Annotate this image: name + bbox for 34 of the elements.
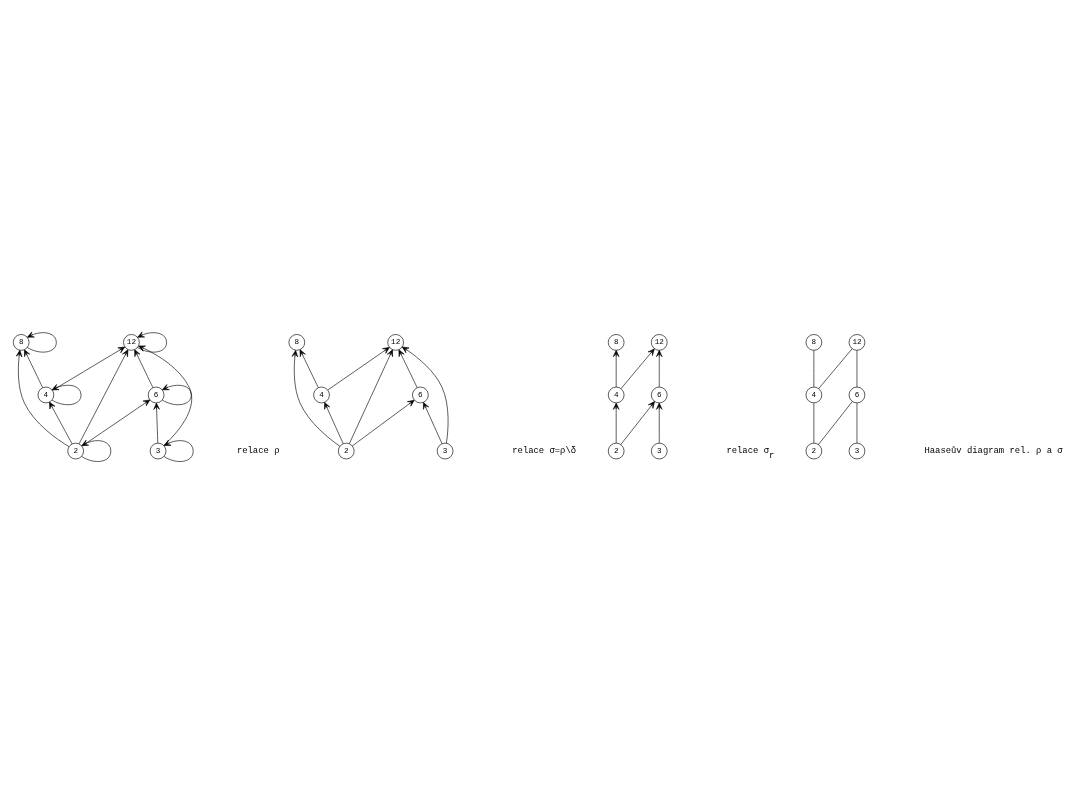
arrow (138, 345, 193, 446)
arrow (81, 399, 151, 446)
arrow (162, 383, 192, 405)
arrow (134, 348, 154, 388)
arrow (299, 348, 319, 388)
arrow (401, 346, 449, 443)
arrow (327, 346, 390, 390)
arrow (613, 349, 620, 387)
label: relace ρ (236, 445, 280, 456)
arrow (81, 439, 112, 462)
arrow (613, 402, 620, 443)
arrow (324, 401, 344, 444)
arrow (49, 401, 73, 444)
arrow (153, 402, 160, 443)
arrow (352, 399, 415, 446)
arrow (656, 349, 663, 387)
arrow (78, 348, 129, 444)
connector (818, 348, 853, 389)
arrow (291, 349, 341, 447)
arrow (620, 400, 655, 445)
arrow (620, 348, 655, 389)
label: Haaseův diagram rel. ρ a σ (924, 445, 1063, 456)
arrow (27, 331, 57, 352)
arrow (423, 401, 443, 444)
arrow (51, 383, 82, 405)
arrow (15, 349, 70, 447)
arrow (398, 348, 418, 388)
label: relace σ=ρ\δ (512, 445, 577, 456)
arrow (349, 348, 393, 444)
arrow (24, 348, 43, 388)
arrow (137, 331, 167, 352)
arrow (52, 346, 126, 391)
arrow (656, 402, 663, 443)
arrow (163, 439, 194, 462)
